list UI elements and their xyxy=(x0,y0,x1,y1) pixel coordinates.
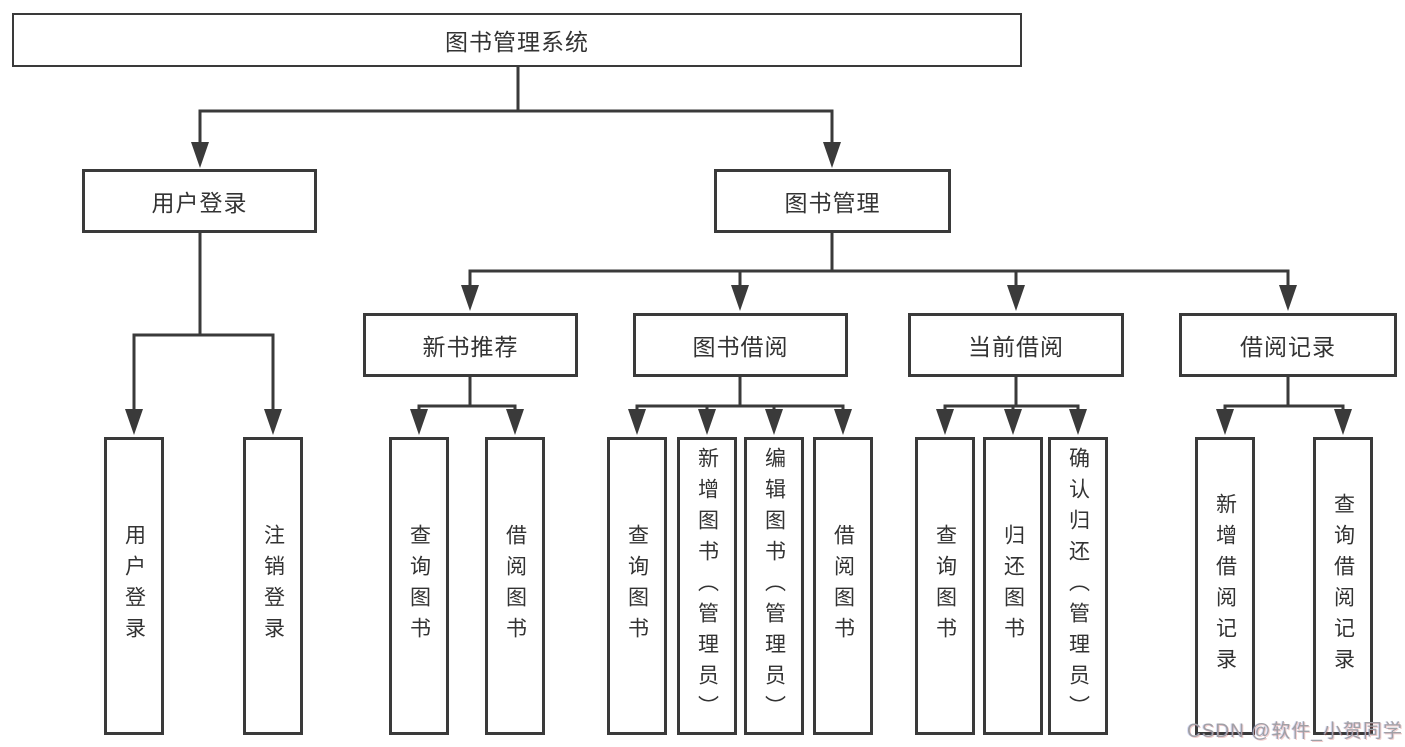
leaf-logout: 注销登录 xyxy=(243,437,303,735)
leaf-borrow-books-recommend-label: 借阅图书 xyxy=(503,524,527,648)
leaf-return-books-label: 归还图书 xyxy=(1001,524,1025,648)
node-borrowing-records: 借阅记录 xyxy=(1179,313,1397,377)
leaf-user-login-label: 用户登录 xyxy=(122,524,146,648)
leaf-borrow-books-borrowing: 借阅图书 xyxy=(813,437,873,735)
leaf-query-books-current: 查询图书 xyxy=(915,437,975,735)
leaf-borrow-books-recommend: 借阅图书 xyxy=(485,437,545,735)
leaf-add-borrow-record-label: 新增借阅记录 xyxy=(1213,493,1237,679)
leaf-query-books-recommend-label: 查询图书 xyxy=(407,524,431,648)
leaf-query-books-borrowing: 查询图书 xyxy=(607,437,667,735)
csdn-watermark: CSDN @软件_小贺同学 xyxy=(1187,721,1403,742)
leaf-return-books: 归还图书 xyxy=(983,437,1043,735)
leaf-query-books-recommend: 查询图书 xyxy=(389,437,449,735)
leaf-edit-books-admin-label: 编辑图书（管理员） xyxy=(762,446,786,726)
leaf-logout-label: 注销登录 xyxy=(261,524,285,648)
leaf-user-login: 用户登录 xyxy=(104,437,164,735)
node-book-borrowing: 图书借阅 xyxy=(633,313,848,377)
node-new-book-recommendation: 新书推荐 xyxy=(363,313,578,377)
leaf-edit-books-admin: 编辑图书（管理员） xyxy=(744,437,804,735)
leaf-add-books-admin: 新增图书（管理员） xyxy=(677,437,737,735)
leaf-add-borrow-record: 新增借阅记录 xyxy=(1195,437,1255,735)
node-book-management: 图书管理 xyxy=(714,169,951,233)
leaf-confirm-return-admin: 确认归还（管理员） xyxy=(1048,437,1108,735)
leaf-query-books-current-label: 查询图书 xyxy=(933,524,957,648)
leaf-borrow-books-borrowing-label: 借阅图书 xyxy=(831,524,855,648)
leaf-query-borrow-record-label: 查询借阅记录 xyxy=(1331,493,1355,679)
leaf-confirm-return-admin-label: 确认归还（管理员） xyxy=(1066,446,1090,726)
node-library-system: 图书管理系统 xyxy=(12,13,1022,67)
leaf-add-books-admin-label: 新增图书（管理员） xyxy=(695,446,719,726)
node-user-login: 用户登录 xyxy=(82,169,317,233)
node-current-borrowing: 当前借阅 xyxy=(908,313,1124,377)
leaf-query-borrow-record: 查询借阅记录 xyxy=(1313,437,1373,735)
leaf-query-books-borrowing-label: 查询图书 xyxy=(625,524,649,648)
